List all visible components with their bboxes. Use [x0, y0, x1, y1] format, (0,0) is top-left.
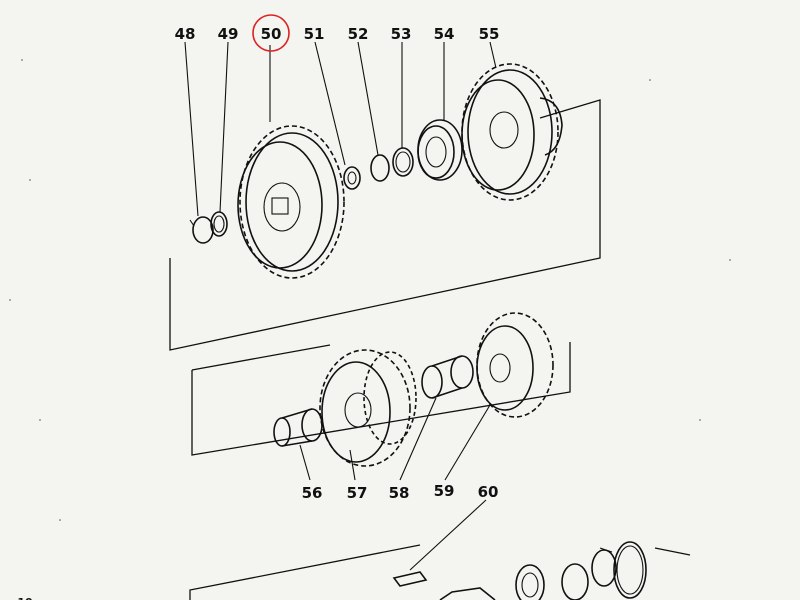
key-60 — [392, 499, 487, 587]
circlip-52 — [357, 41, 390, 182]
gear-50 — [237, 45, 345, 279]
label-52: 52 — [348, 25, 369, 43]
label-48: 48 — [175, 25, 196, 43]
paper-specks — [9, 59, 731, 521]
gear-55 — [461, 41, 563, 201]
bearing-54 — [417, 42, 463, 181]
highlight-circle — [252, 14, 290, 52]
upper-shaft-frame — [169, 99, 601, 351]
gear-59 — [444, 312, 554, 481]
lower-shaft-frame — [189, 544, 691, 600]
lower-shaft-parts — [439, 541, 647, 600]
bush-56 — [273, 408, 323, 481]
gear-57 — [319, 349, 417, 481]
part-labels: 48 49 50 51 52 53 54 55 56 57 58 59 60 1… — [17, 25, 499, 600]
label-56: 56 — [302, 484, 323, 502]
bush-58 — [399, 355, 474, 481]
label-58: 58 — [389, 484, 410, 502]
label-57: 57 — [347, 484, 368, 502]
label-49: 49 — [218, 25, 239, 43]
washer-49 — [210, 41, 229, 237]
bush-51 — [314, 41, 361, 190]
label-60: 60 — [478, 483, 499, 501]
washer-53 — [392, 42, 414, 177]
label-51: 51 — [304, 25, 325, 43]
label-50: 50 — [261, 25, 282, 43]
label-55: 55 — [479, 25, 500, 43]
label-53: 53 — [391, 25, 412, 43]
circlip-48 — [184, 41, 214, 244]
label-59: 59 — [434, 482, 455, 500]
page-corner-number: 10 — [17, 596, 33, 600]
label-54: 54 — [434, 25, 455, 43]
middle-shaft-frame — [191, 342, 571, 456]
